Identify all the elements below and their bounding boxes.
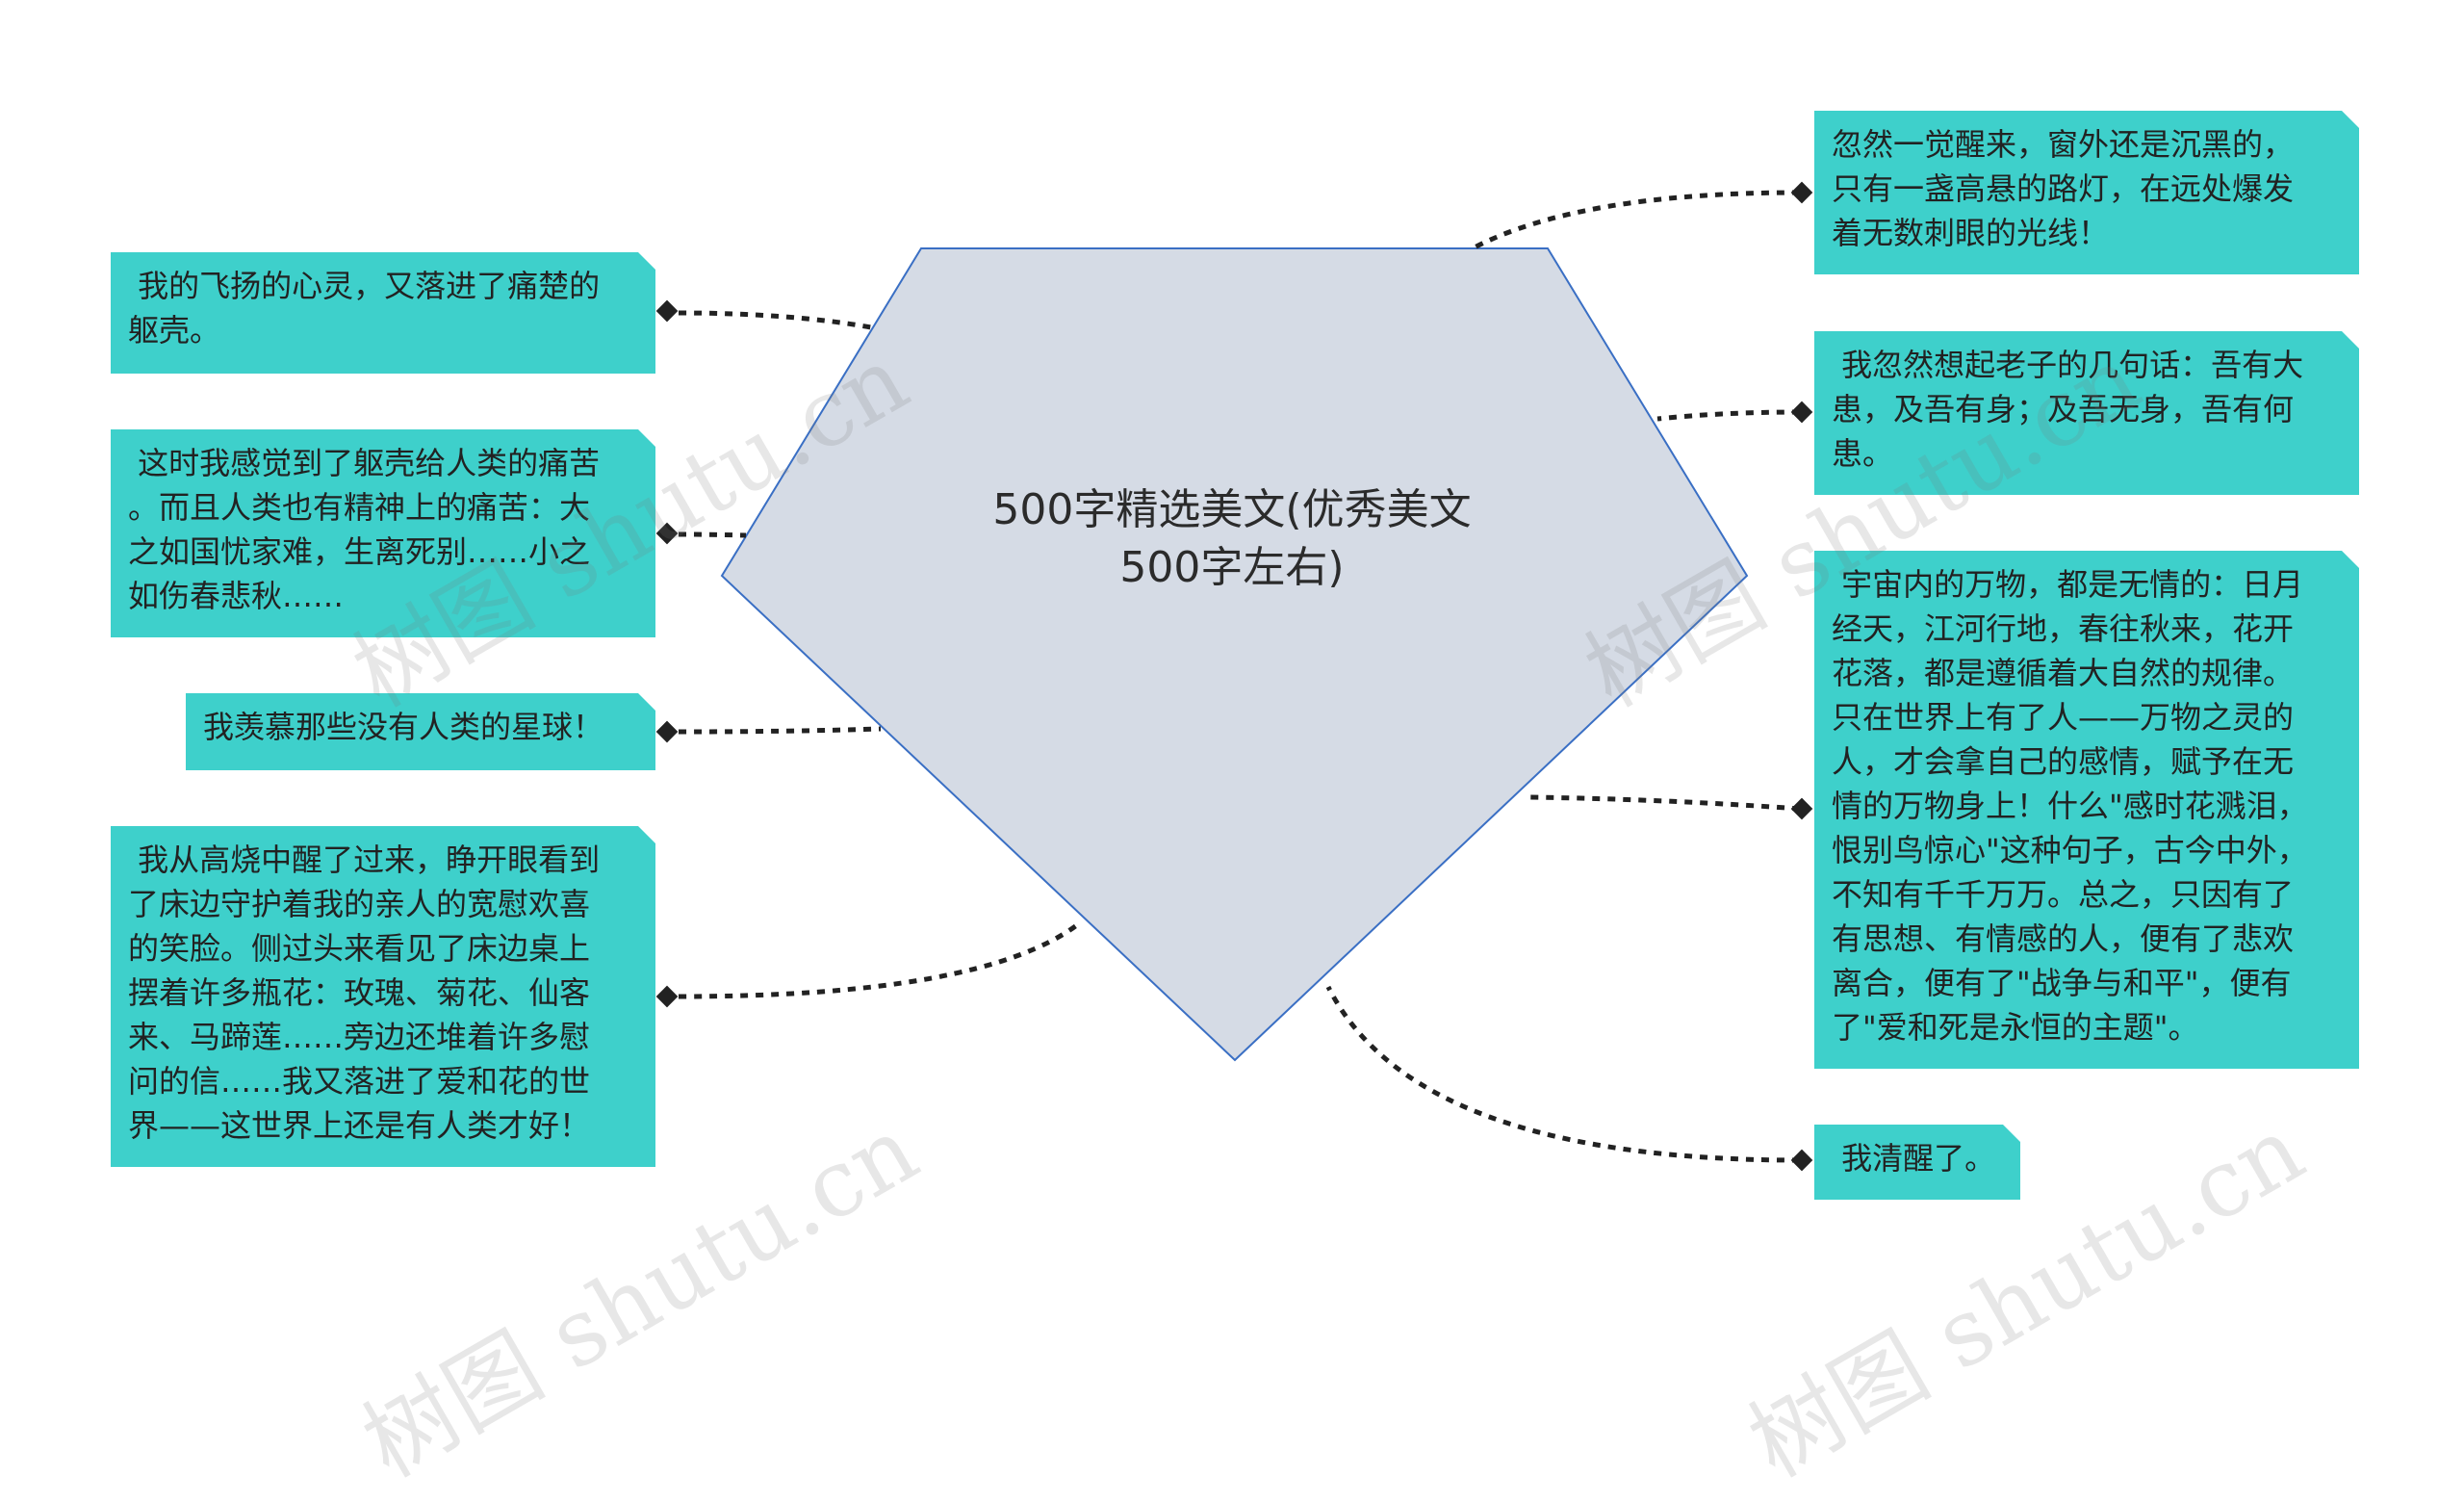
connector-right-3: [1529, 794, 1801, 812]
connector-right-2: [1656, 409, 1801, 422]
connector-right-2-diamond: [1790, 401, 1813, 424]
right-node-3[interactable]: 宇宙内的万物，都是无情的：日月 经天，江河行地，春往秋来，花开 花落，都是遵循着…: [1814, 551, 2359, 1069]
connector-left-1-diamond: [655, 299, 679, 323]
connector-right-1-diamond: [1790, 181, 1813, 204]
left-node-1[interactable]: 我的飞扬的心灵，又落进了痛楚的 躯壳。: [111, 252, 655, 374]
left-node-2[interactable]: 这时我感觉到了躯壳给人类的痛苦 。而且人类也有精神上的痛苦：大 之如国忧家难，生…: [111, 429, 655, 637]
connector-left-2: [678, 531, 747, 538]
right-node-1[interactable]: 忽然一觉醒来，窗外还是沉黑的， 只有一盏高悬的路灯，在远处爆发 着无数刺眼的光线…: [1814, 111, 2359, 274]
connector-right-1: [1471, 190, 1801, 251]
connector-layer: [655, 181, 1813, 1172]
connector-left-3: [678, 726, 882, 735]
connector-left-3-diamond: [655, 720, 679, 743]
right-node-4[interactable]: 我清醒了。: [1814, 1125, 2020, 1200]
center-topic-title[interactable]: 500字精选美文(优秀美文 500字左右): [992, 485, 1472, 592]
left-node-4[interactable]: 我从高烧中醒了过来，睁开眼看到 了床边守护着我的亲人的宽慰欢喜 的笑脸。侧过头来…: [111, 826, 655, 1167]
connector-right-4: [1325, 985, 1801, 1163]
connector-right-3-diamond: [1790, 797, 1813, 820]
connector-left-1: [678, 310, 872, 330]
connector-left-4: [678, 921, 1080, 999]
connector-right-4-diamond: [1790, 1149, 1813, 1172]
right-node-2[interactable]: 我忽然想起老子的几句话：吾有大 患，及吾有身；及吾无身，吾有何 患。: [1814, 331, 2359, 495]
center-pentagon[interactable]: [720, 247, 1749, 1062]
connector-left-4-diamond: [655, 985, 679, 1008]
left-node-3[interactable]: 我羡慕那些没有人类的星球！: [186, 693, 655, 770]
connector-left-2-diamond: [655, 522, 679, 545]
